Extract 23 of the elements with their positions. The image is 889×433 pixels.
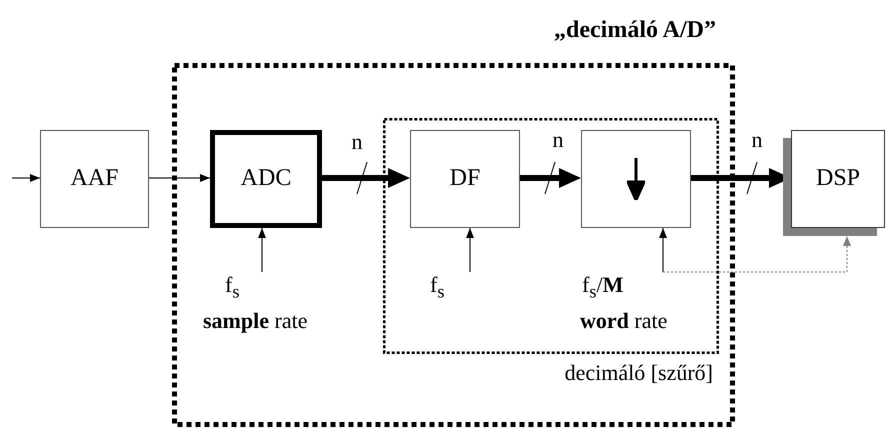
group-title: „decimáló A/D”	[554, 17, 716, 45]
group-caption: decimáló [szűrő]	[564, 360, 713, 386]
block-box	[210, 130, 322, 228]
block-box	[40, 130, 149, 228]
bus-arrow	[322, 168, 410, 188]
arrow	[12, 174, 40, 182]
clock-label: f$_{s}$	[430, 272, 444, 302]
dotted-arrow	[662, 236, 851, 272]
clock-label: f$_{s}$/M	[582, 272, 624, 302]
block-box	[410, 130, 520, 228]
block-label: DSP	[816, 165, 860, 193]
arrow	[258, 228, 266, 272]
block-label: ADC	[240, 165, 292, 193]
block-label: DF	[450, 165, 480, 193]
arrow	[466, 228, 474, 272]
arrow	[659, 228, 667, 272]
arrow	[148, 174, 210, 182]
block-box	[581, 130, 691, 228]
clock-label: f$_{s}$	[225, 272, 240, 302]
rate-label: sample rate	[203, 308, 308, 334]
rate-label: word rate	[580, 308, 668, 334]
block-label: AAF	[70, 165, 118, 193]
bus-arrow	[520, 168, 581, 188]
